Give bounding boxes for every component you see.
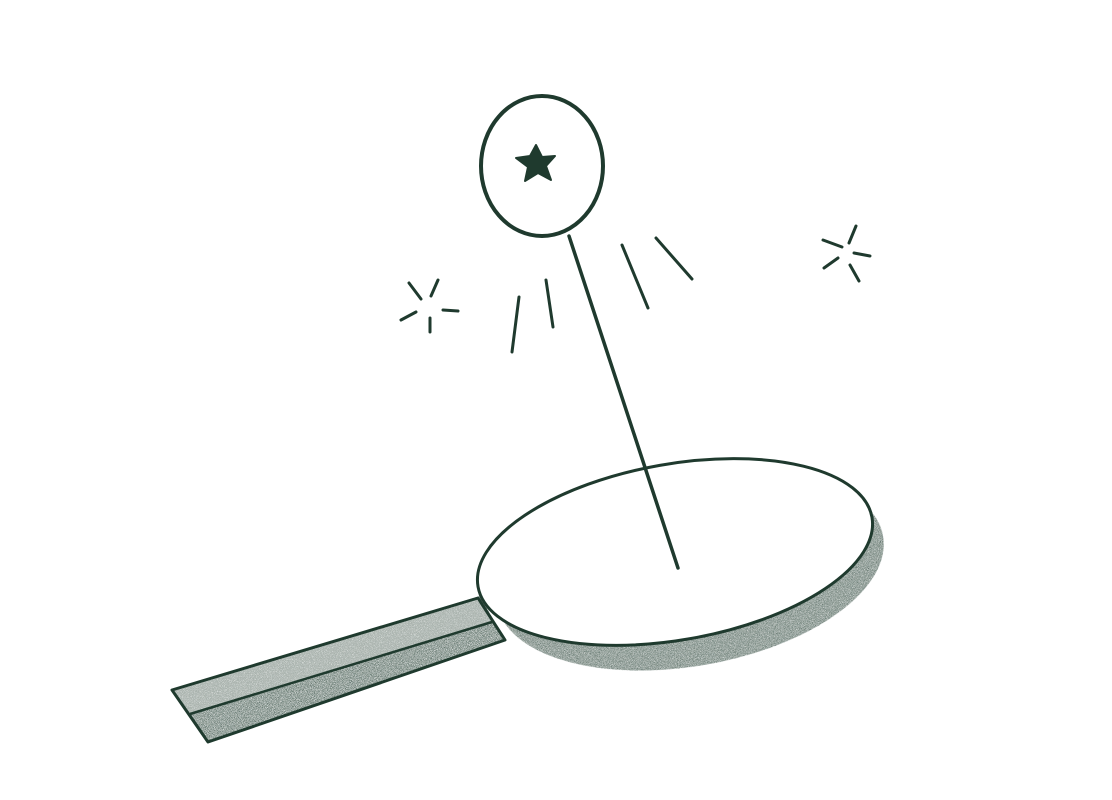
blade-face bbox=[475, 457, 875, 647]
paddle-blade bbox=[475, 457, 884, 671]
ball-stick bbox=[567, 234, 680, 570]
sparkle-icon bbox=[399, 278, 460, 334]
ping-pong-ball bbox=[479, 94, 605, 238]
sparkle-icon bbox=[821, 224, 872, 283]
motion-lines bbox=[510, 236, 694, 354]
paddle-handle bbox=[170, 596, 507, 744]
star-icon bbox=[515, 144, 556, 182]
handle-top-face bbox=[172, 598, 492, 714]
